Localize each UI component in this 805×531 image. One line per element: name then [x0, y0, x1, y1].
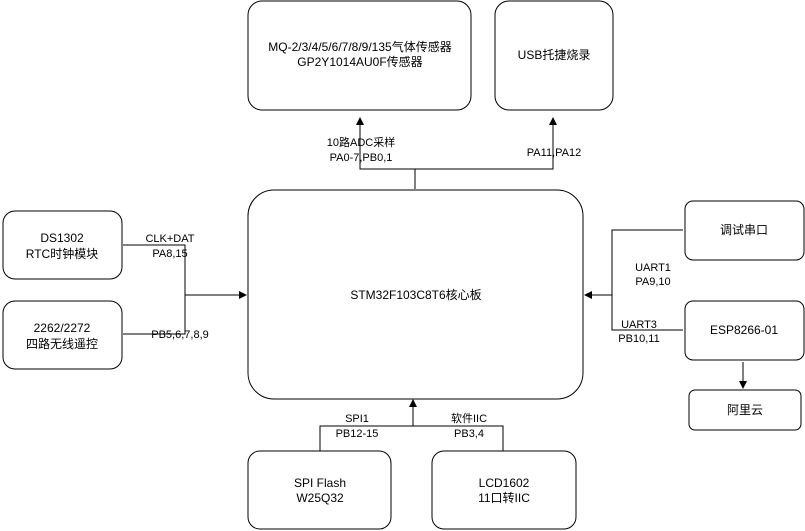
- rf-box: [2, 300, 123, 370]
- flash-label-2: W25Q32: [296, 491, 344, 505]
- spi-edge-label-1: SPI1: [345, 413, 369, 425]
- edge-usb-line: [415, 117, 557, 170]
- lcd-box: [431, 450, 577, 530]
- esp-label: ESP8266-01: [710, 323, 778, 337]
- rf-edge-label: PB5,6,7,8,9: [151, 329, 209, 341]
- cloud-label: 阿里云: [727, 403, 763, 417]
- ds1302-box: [2, 210, 123, 280]
- usb-edge-label: PA11,PA12: [527, 147, 581, 159]
- cloud-box: [688, 389, 802, 431]
- rtc-edge-label-2: PA8,15: [152, 248, 187, 260]
- edge-uart1-line: [611, 229, 683, 331]
- rtc-edge-label-1: CLK+DAT: [145, 233, 194, 245]
- flash-box: [247, 450, 392, 530]
- ds1302-label-1: DS1302: [40, 231, 84, 245]
- debug-uart-label: 调试串口: [720, 222, 768, 237]
- usb-label: USB托捷烧录: [518, 48, 591, 62]
- adc-edge-label-2: PA0-7,PB0,1: [330, 152, 393, 164]
- edge-spi-line: [319, 425, 504, 451]
- edge-adc-line: [356, 117, 416, 189]
- ds1302-label-2: RTC时钟模块: [26, 246, 98, 261]
- lcd-label-1: LCD1602: [479, 476, 530, 490]
- uart3-edge-label-2: PB10,11: [618, 333, 659, 345]
- mcu-box: [247, 189, 584, 400]
- rf-label-1: 2262/2272: [34, 321, 91, 335]
- lcd-label-2: 11口转IIC: [478, 490, 530, 505]
- spi-edge-label-2: PB12-15: [336, 428, 379, 440]
- esp-box: [684, 300, 805, 361]
- sensors-label-1: MQ-2/3/4/5/6/7/8/9/135气体传感器: [268, 39, 451, 54]
- flash-label-1: SPI Flash: [294, 476, 346, 490]
- adc-edge-label-1: 10路ADC采样: [327, 135, 395, 149]
- usb-box: [494, 0, 614, 111]
- uart3-edge-label-1: UART3: [621, 319, 657, 331]
- debug-uart-box: [684, 200, 805, 261]
- iic-edge-label-2: PB3,4: [454, 428, 484, 440]
- iic-edge-label-1: 软件IIC: [451, 411, 487, 425]
- sensors-label-2: GP2Y1014AU0F传感器: [297, 54, 422, 69]
- edge-rtc-line: [123, 244, 186, 335]
- uart1-edge-label-1: UART1: [635, 262, 671, 274]
- rf-label-2: 四路无线遥控: [26, 336, 98, 351]
- uart1-edge-label-2: PA9,10: [635, 276, 670, 288]
- sensors-box: [247, 0, 472, 111]
- mcu-label: STM32F103C8T6核心板: [350, 288, 481, 302]
